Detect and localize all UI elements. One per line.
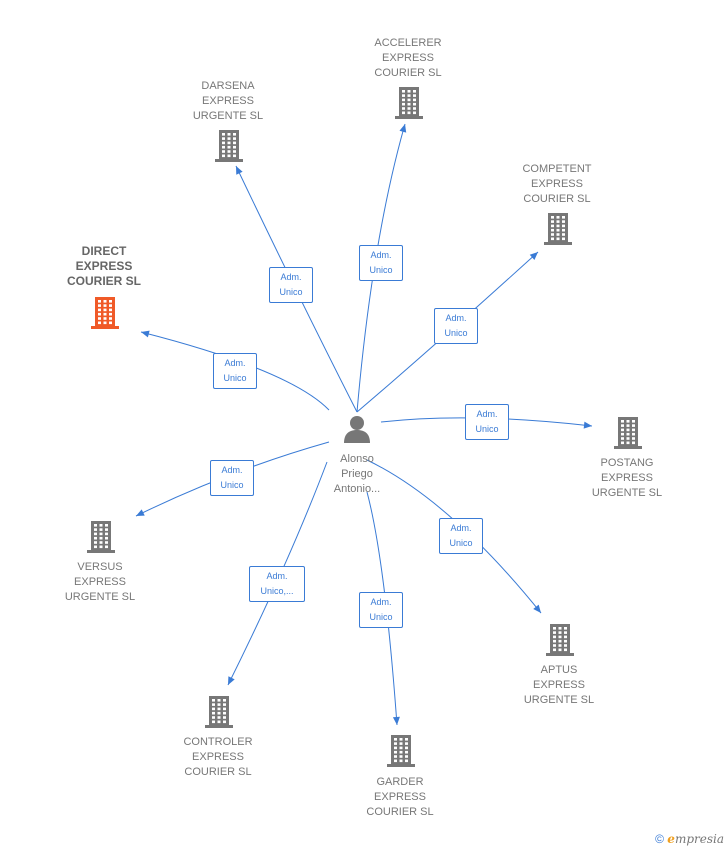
company-node-garder[interactable] xyxy=(386,734,416,773)
brand-logo: empresia xyxy=(667,832,724,846)
building-icon xyxy=(614,417,642,449)
arrowhead-aptus xyxy=(533,604,541,613)
person-node[interactable] xyxy=(342,414,372,449)
person-label[interactable]: Alonso Priego Antonio... xyxy=(333,453,381,495)
company-node-darsena[interactable] xyxy=(214,129,244,168)
building-icon xyxy=(215,130,243,162)
role-box-accelerer[interactable]: Adm. Unico xyxy=(359,245,403,281)
company-label-postang[interactable]: POSTANG EXPRESS URGENTE SL xyxy=(591,457,663,499)
building-icon xyxy=(87,521,115,553)
arrowhead-controler xyxy=(228,676,235,685)
building-icon xyxy=(546,624,574,656)
company-node-accelerer[interactable] xyxy=(394,86,424,125)
company-label-garder[interactable]: GARDER EXPRESS COURIER SL xyxy=(366,776,434,818)
company-node-postang[interactable] xyxy=(613,416,643,455)
copyright-symbol: © xyxy=(655,832,664,846)
role-box-postang[interactable]: Adm. Unico xyxy=(465,404,509,440)
person-icon xyxy=(344,416,370,443)
company-label-accelerer[interactable]: ACCELERER EXPRESS COURIER SL xyxy=(374,37,442,79)
role-box-garder[interactable]: Adm. Unico xyxy=(359,592,403,628)
building-icon xyxy=(387,735,415,767)
role-box-direct[interactable]: Adm. Unico xyxy=(213,353,257,389)
company-node-controler[interactable] xyxy=(204,695,234,734)
company-label-darsena[interactable]: DARSENA EXPRESS URGENTE SL xyxy=(192,80,264,122)
company-node-competent[interactable] xyxy=(543,212,573,251)
company-label-versus[interactable]: VERSUS EXPRESS URGENTE SL xyxy=(64,561,136,603)
building-icon xyxy=(205,696,233,728)
edge-garder xyxy=(366,491,398,726)
building-icon xyxy=(544,213,572,245)
role-box-aptus[interactable]: Adm. Unico xyxy=(439,518,483,554)
role-box-competent[interactable]: Adm. Unico xyxy=(434,308,478,344)
arrowhead-competent xyxy=(529,252,538,260)
arrowhead-darsena xyxy=(236,166,243,175)
edge-direct xyxy=(140,331,330,411)
arrowhead-postang xyxy=(583,421,592,429)
building-icon xyxy=(395,87,423,119)
company-label-direct[interactable]: DIRECT EXPRESS COURIER SL xyxy=(66,244,141,288)
company-label-aptus[interactable]: APTUS EXPRESS URGENTE SL xyxy=(523,664,595,706)
role-box-controler[interactable]: Adm. Unico,... xyxy=(249,566,305,602)
role-box-versus[interactable]: Adm. Unico xyxy=(210,460,254,496)
company-node-direct[interactable] xyxy=(90,296,120,335)
arrowhead-accelerer xyxy=(399,124,407,133)
arrowhead-versus xyxy=(136,509,145,516)
building-icon xyxy=(91,297,119,329)
role-box-darsena[interactable]: Adm. Unico xyxy=(269,267,313,303)
footer-brand: © empresia xyxy=(655,832,724,846)
arrowhead-garder xyxy=(392,716,400,725)
arrowhead-direct xyxy=(141,330,150,338)
company-node-versus[interactable] xyxy=(86,520,116,559)
company-label-controler[interactable]: CONTROLER EXPRESS COURIER SL xyxy=(183,736,253,778)
company-node-aptus[interactable] xyxy=(545,623,575,662)
company-label-competent[interactable]: COMPETENT EXPRESS COURIER SL xyxy=(522,163,592,205)
